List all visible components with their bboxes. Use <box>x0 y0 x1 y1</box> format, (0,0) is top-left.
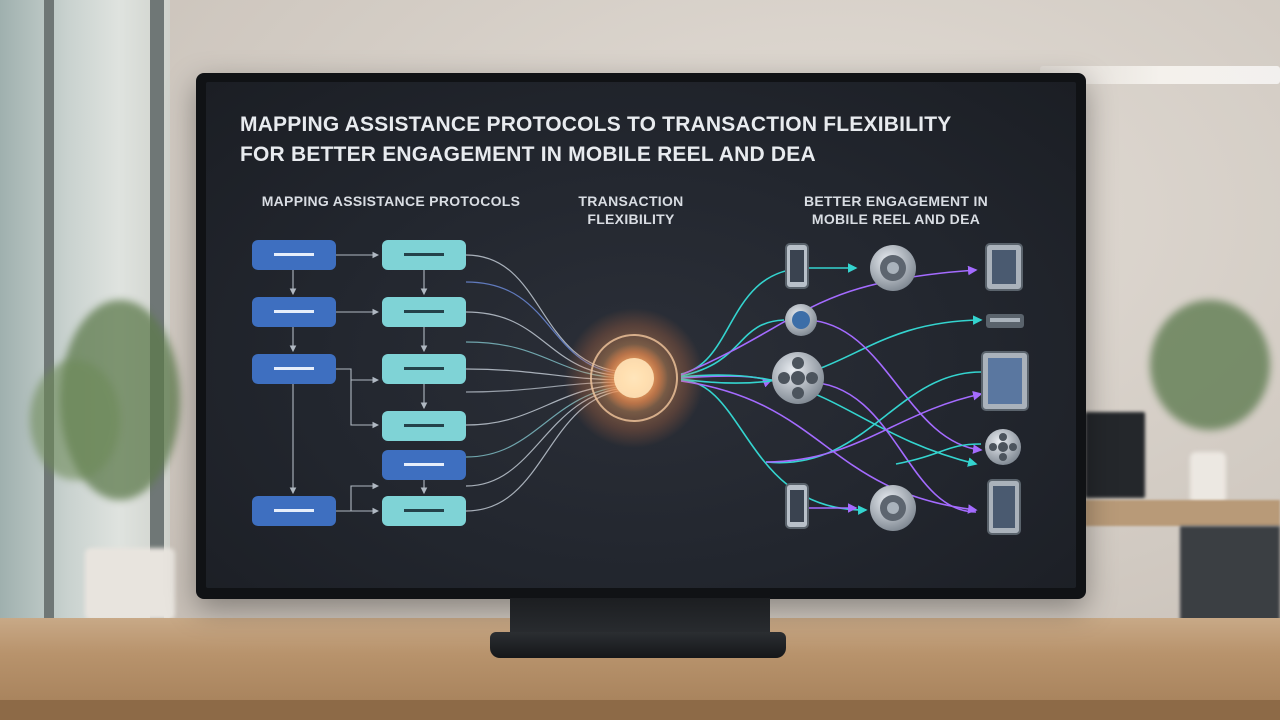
fan-out-line <box>806 320 981 450</box>
monitor-screen: MAPPING ASSISTANCE PROTOCOLS TO TRANSACT… <box>206 82 1076 588</box>
protocol-nodes-dark <box>252 240 336 526</box>
fan-out-curves <box>681 268 981 512</box>
fan-out-line <box>681 375 976 464</box>
background-desk <box>1085 500 1280 526</box>
tablet-icon <box>988 480 1020 534</box>
table-edge <box>0 700 1280 720</box>
fan-out-line <box>681 320 981 383</box>
protocol-node <box>252 354 336 384</box>
plant-right <box>1150 300 1270 430</box>
protocol-node <box>382 354 466 384</box>
protocol-node <box>252 240 336 270</box>
router-icon <box>986 314 1024 328</box>
connector <box>351 380 378 425</box>
window-frame <box>44 0 54 640</box>
button-icon <box>785 304 817 336</box>
protocol-node <box>382 411 466 441</box>
monitor-stand-base <box>490 632 786 658</box>
background-cabinet <box>1180 526 1280 626</box>
protocol-node <box>252 297 336 327</box>
plant-right-pot <box>1190 452 1226 504</box>
phone-icon <box>786 244 808 288</box>
fan-out-line <box>681 270 976 375</box>
film-reel-icon <box>985 429 1021 465</box>
protocol-node <box>382 450 466 480</box>
connector <box>336 369 378 380</box>
speaker-icon <box>870 485 916 531</box>
transaction-hub <box>564 308 704 448</box>
film-reel-icon <box>772 352 824 404</box>
protocol-node <box>382 496 466 526</box>
flow-diagram <box>206 82 1076 588</box>
fan-out-line <box>766 394 981 462</box>
fan-out-line <box>681 380 866 510</box>
background-monitor <box>1085 412 1145 498</box>
speaker-icon <box>870 245 916 291</box>
protocol-node <box>252 496 336 526</box>
plant-left-pot <box>85 548 175 620</box>
connector <box>336 486 378 511</box>
protocol-node <box>382 297 466 327</box>
tablet-icon <box>986 244 1022 290</box>
plant-left-leaves <box>30 360 120 480</box>
phone-icon <box>786 484 808 528</box>
tablet-icon <box>982 352 1028 410</box>
protocol-node <box>382 240 466 270</box>
